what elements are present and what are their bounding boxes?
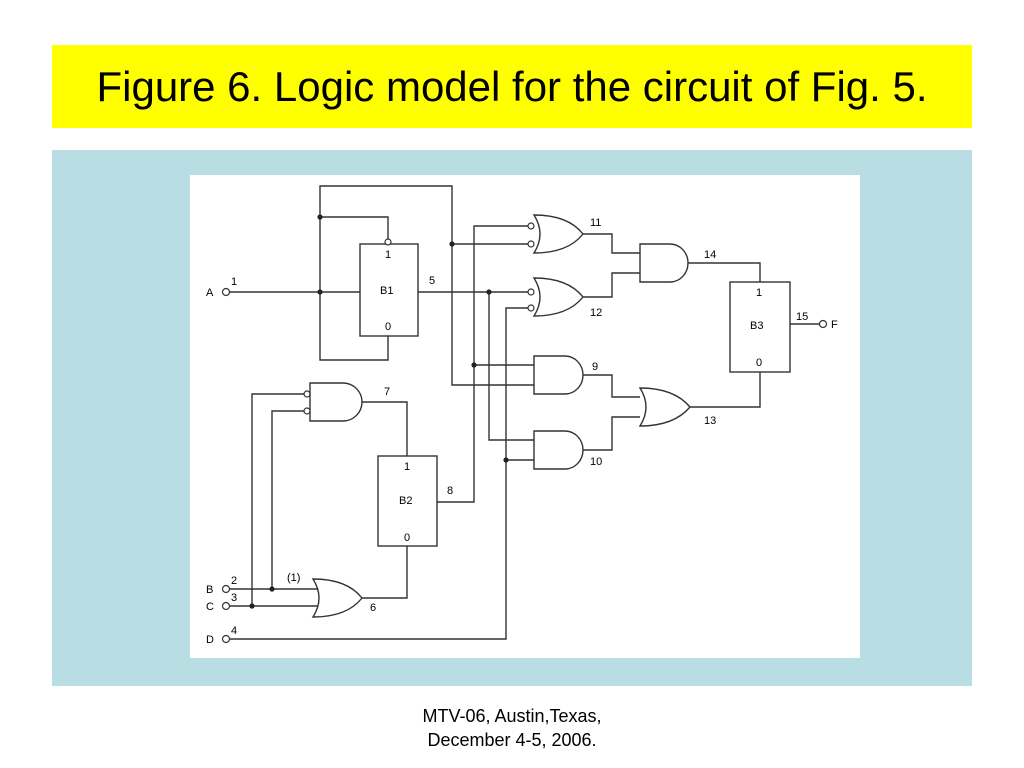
net-label-6: 6 bbox=[370, 602, 376, 614]
net-label-13: 13 bbox=[704, 415, 716, 427]
net-label-8: 8 bbox=[447, 485, 453, 497]
and-gate-7 bbox=[303, 382, 363, 422]
terminal-c: C 3 bbox=[206, 592, 237, 613]
block-b3-bottom: 0 bbox=[756, 357, 762, 369]
wires bbox=[229, 185, 819, 640]
net-label-7: 7 bbox=[384, 386, 390, 398]
footer: MTV-06, Austin,Texas, December 4-5, 2006… bbox=[0, 704, 1024, 752]
terminal-a: A 1 bbox=[206, 276, 237, 299]
title-bar: Figure 6. Logic model for the circuit of… bbox=[52, 45, 972, 128]
block-b1-label: B1 bbox=[380, 285, 393, 297]
block-b2-bottom: 0 bbox=[404, 532, 410, 544]
net-label-5: 5 bbox=[429, 275, 435, 287]
input-d-num: 4 bbox=[231, 625, 237, 637]
block-b3: 1 B3 0 bbox=[729, 281, 791, 373]
block-b1-bottom: 0 bbox=[385, 321, 391, 333]
block-b2: 1 B2 0 bbox=[377, 455, 438, 547]
input-b-label: B bbox=[206, 584, 213, 596]
input-a-num: 1 bbox=[231, 276, 237, 288]
block-b2-label: B2 bbox=[399, 495, 412, 507]
or-gate-6 bbox=[311, 578, 363, 618]
block-b1-top: 1 bbox=[385, 249, 391, 261]
or-gate-13 bbox=[638, 387, 691, 427]
input-d-label: D bbox=[206, 634, 214, 646]
net-label-paren-1: (1) bbox=[287, 572, 300, 584]
footer-line-1: MTV-06, Austin,Texas, bbox=[422, 706, 602, 726]
figure-canvas: 1 B1 0 1 B2 0 1 B3 0 bbox=[190, 175, 860, 658]
output-f-label: F bbox=[831, 319, 838, 331]
net-label-10: 10 bbox=[590, 456, 602, 468]
net-labels: 5 6 7 8 9 10 11 12 13 14 (1) bbox=[287, 217, 716, 614]
net-label-9: 9 bbox=[592, 361, 598, 373]
net-label-11: 11 bbox=[590, 217, 601, 229]
junction-dots bbox=[249, 214, 509, 609]
input-a-label: A bbox=[206, 287, 214, 299]
and-gate-10 bbox=[533, 430, 584, 470]
or-gate-12 bbox=[527, 277, 584, 317]
block-b1: 1 B1 0 bbox=[359, 238, 419, 337]
block-b3-top: 1 bbox=[756, 287, 762, 299]
logic-diagram: 1 B1 0 1 B2 0 1 B3 0 bbox=[206, 185, 838, 646]
terminal-b: B 2 bbox=[206, 575, 237, 596]
and-gate-14 bbox=[639, 243, 689, 283]
input-c-label: C bbox=[206, 601, 214, 613]
terminal-d: D 4 bbox=[206, 625, 237, 646]
input-b-num: 2 bbox=[231, 575, 237, 587]
net-label-14: 14 bbox=[704, 249, 716, 261]
block-b2-top: 1 bbox=[404, 461, 410, 473]
terminal-f: F 15 bbox=[796, 311, 838, 331]
slide-title: Figure 6. Logic model for the circuit of… bbox=[96, 62, 928, 110]
block-b3-label: B3 bbox=[750, 320, 763, 332]
footer-line-2: December 4-5, 2006. bbox=[427, 730, 597, 750]
or-gate-11 bbox=[527, 214, 584, 254]
output-f-num: 15 bbox=[796, 311, 808, 323]
and-gate-9 bbox=[533, 355, 584, 395]
net-label-12: 12 bbox=[590, 307, 602, 319]
input-c-num: 3 bbox=[231, 592, 237, 604]
